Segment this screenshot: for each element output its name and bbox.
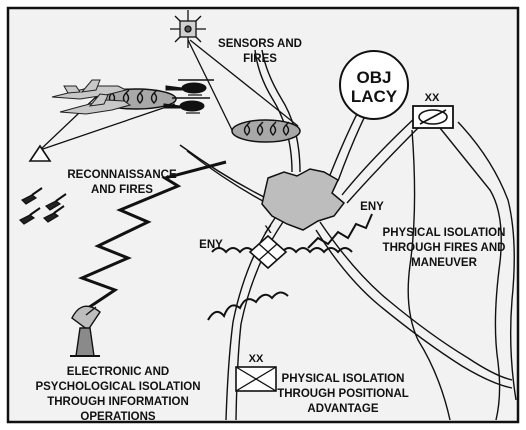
artillery-icon <box>18 187 67 225</box>
recon-label-line1: RECONNAISSANCE <box>67 169 177 181</box>
eny-right-label: ENY <box>360 201 384 213</box>
sensors-label-line1: SENSORS AND <box>218 38 302 50</box>
obj-lacy-circle <box>339 50 409 120</box>
triangle-sensor-icon <box>28 144 52 162</box>
road-long-east <box>407 129 451 421</box>
secondary-front-arc <box>207 291 289 321</box>
xx-bottom-echelon: XX <box>249 353 264 365</box>
phys-fires-label-line2: THROUGH FIRES AND <box>383 242 506 254</box>
sensors-label-line2: FIRES <box>243 53 277 65</box>
phys-pos-label-line1: PHYSICAL ISOLATION <box>282 373 405 385</box>
phys-fires-label-line1: PHYSICAL ISOLATION <box>383 227 506 239</box>
jet-icon <box>51 79 132 115</box>
xx-bottom-unit-symbol <box>235 366 277 392</box>
electronic-signal-beam <box>77 160 227 310</box>
x-unit-echelon: X <box>264 224 272 236</box>
obj-label-line1: OBJ <box>357 68 392 87</box>
satellite-dish-icon <box>70 305 101 357</box>
elec-label-line2: PSYCHOLOGICAL ISOLATION <box>35 381 200 393</box>
obj-label-line2: LACY <box>351 87 398 106</box>
elec-label-line4: OPERATIONS <box>80 411 156 423</box>
road-xx <box>341 114 419 196</box>
xx-top-echelon: XX <box>425 92 440 104</box>
phys-pos-label-line2: THROUGH POSITIONAL <box>277 388 409 400</box>
road-recon <box>179 144 271 201</box>
helicopter-icon <box>163 79 214 114</box>
recon-label-line2: AND FIRES <box>91 184 153 196</box>
road-sensors <box>254 49 293 173</box>
sensors-cone <box>187 39 301 143</box>
satellite-icon <box>170 10 206 48</box>
phys-pos-label-line3: ADVANTAGE <box>307 403 378 415</box>
sensors-target-ellipse <box>231 119 301 143</box>
eny-left-label: ENY <box>199 239 223 251</box>
sensors-sensor-marks <box>243 121 290 136</box>
elec-label-line1: ELECTRONIC AND <box>67 366 169 378</box>
phys-fires-label-line3: MANEUVER <box>411 257 478 269</box>
x-unit-symbol <box>248 234 288 270</box>
road-east <box>319 221 513 381</box>
enemy-front-trace-east <box>307 213 373 249</box>
elec-label-line3: THROUGH INFORMATION <box>47 396 189 408</box>
objective-town-area <box>261 168 346 231</box>
xx-top-unit-symbol <box>412 105 454 129</box>
boundary-lines <box>439 121 517 421</box>
